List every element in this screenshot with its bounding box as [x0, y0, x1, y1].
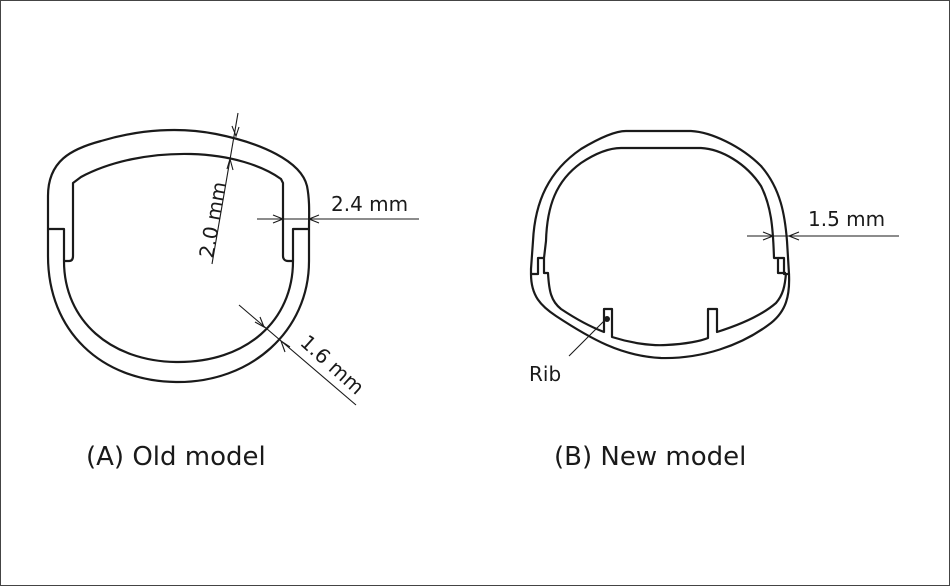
old-model-caption: (A) Old model: [86, 442, 266, 472]
old-outer-left-notch: [48, 227, 66, 261]
arrow-icon: [254, 316, 266, 329]
rib-marker-dot: [604, 316, 610, 322]
dimension-line-top: [211, 112, 239, 265]
arrow-icon: [307, 214, 320, 224]
old-outer-lower-shell: [46, 229, 311, 384]
dimension-label-top: 2.0 mm: [194, 180, 231, 260]
new-outer-lower-shell: [529, 273, 791, 360]
new-model-caption: (B) New model: [554, 442, 746, 472]
arrow-icon: [787, 231, 800, 241]
dimension-line-bottom: [238, 304, 357, 406]
dimension-label-bottom: 1.6 mm: [296, 330, 369, 399]
dimension-label-side: 1.5 mm: [808, 207, 885, 231]
arrow-icon: [272, 214, 285, 224]
dimension-label-side: 2.4 mm: [331, 192, 408, 216]
new-model-cross-section: Rib 1.5 mm (B) New model: [529, 129, 899, 472]
arrow-icon: [762, 231, 775, 241]
old-inner-lower-shell: [62, 260, 295, 364]
new-left-notch: [531, 256, 544, 276]
rib-leader-line: [568, 318, 607, 357]
arrow-icon: [231, 125, 240, 138]
new-inner-lower-shell: [542, 258, 788, 347]
new-outer-upper-shell: [529, 129, 791, 276]
old-outer-upper-shell: [46, 128, 311, 261]
old-model-cross-section: 2.0 mm 2.4 mm 1.6 mm (A) Old model: [46, 112, 419, 472]
new-inner-upper-shell: [542, 146, 786, 275]
old-inner-upper-shell: [64, 152, 293, 263]
arrow-icon: [279, 339, 291, 353]
rib-label: Rib: [529, 362, 561, 386]
arrow-icon: [226, 157, 234, 171]
